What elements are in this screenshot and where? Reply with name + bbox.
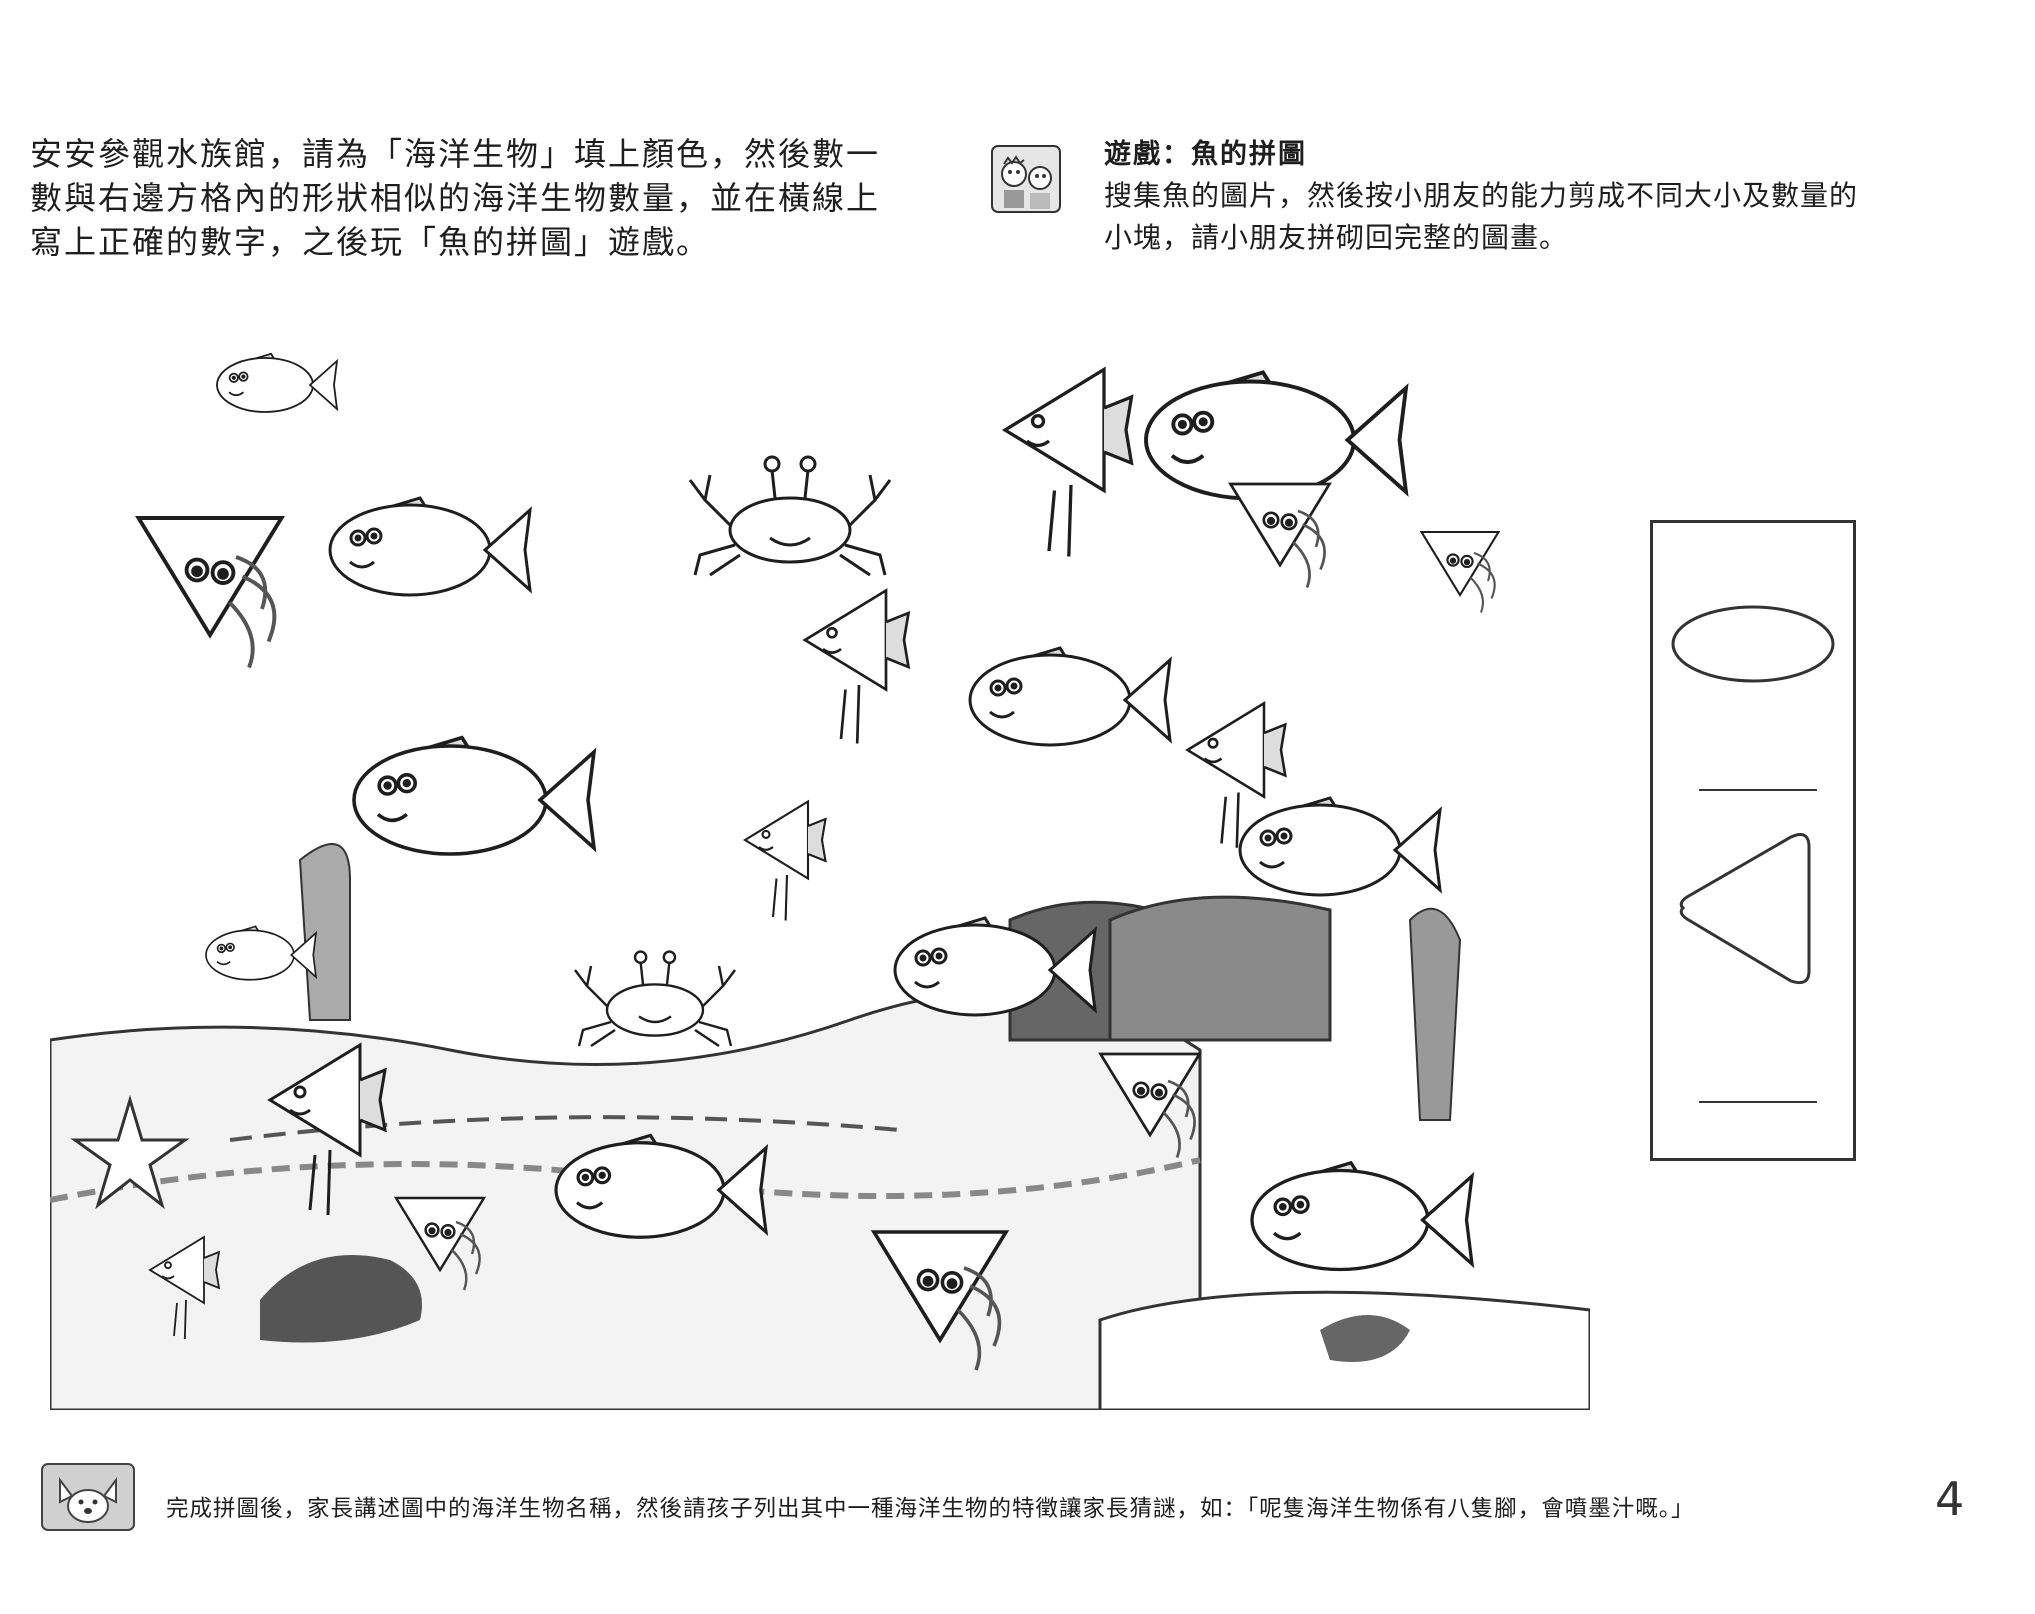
game-line-2: 小塊，請小朋友拼砌回完整的圖畫。	[1104, 221, 1569, 254]
game-description: 搜集魚的圖片，然後按小朋友的能力剪成不同大小及數量的 小塊，請小朋友拼砌回完整的…	[1104, 175, 2004, 259]
game-title: 遊戲：魚的拼圖	[1104, 139, 1307, 170]
parent-note: 完成拼圖後，家長講述圖中的海洋生物名稱，然後請孩子列出其中一種海洋生物的特徵讓家…	[166, 1496, 1695, 1522]
instruction-line-1: 安安參觀水族館，請為「海洋生物」填上顏色，然後數一	[30, 135, 881, 173]
shape-counting-box	[1650, 520, 1856, 1161]
dog-face-icon	[41, 1463, 135, 1531]
triangle-answer-line[interactable]	[1699, 1101, 1817, 1103]
page-number: 4	[1935, 1472, 1965, 1526]
children-playing-icon	[991, 145, 1061, 213]
instruction-line-3: 寫上正確的數字，之後玩「魚的拼圖」遊戲。	[30, 223, 711, 261]
game-line-1: 搜集魚的圖片，然後按小朋友的能力剪成不同大小及數量的	[1104, 179, 1859, 212]
oval-shape	[1671, 605, 1835, 683]
triangle-shape	[1679, 833, 1811, 985]
game-section: 遊戲：魚的拼圖 搜集魚的圖片，然後按小朋友的能力剪成不同大小及數量的 小塊，請小…	[1104, 135, 2004, 259]
instruction-line-2: 數與右邊方格內的形狀相似的海洋生物數量，並在橫線上	[30, 179, 881, 217]
oval-answer-line[interactable]	[1699, 789, 1817, 791]
aquarium-illustration	[50, 352, 1590, 1410]
instructions: 安安參觀水族館，請為「海洋生物」填上顏色，然後數一 數與右邊方格內的形狀相似的海…	[30, 132, 890, 264]
